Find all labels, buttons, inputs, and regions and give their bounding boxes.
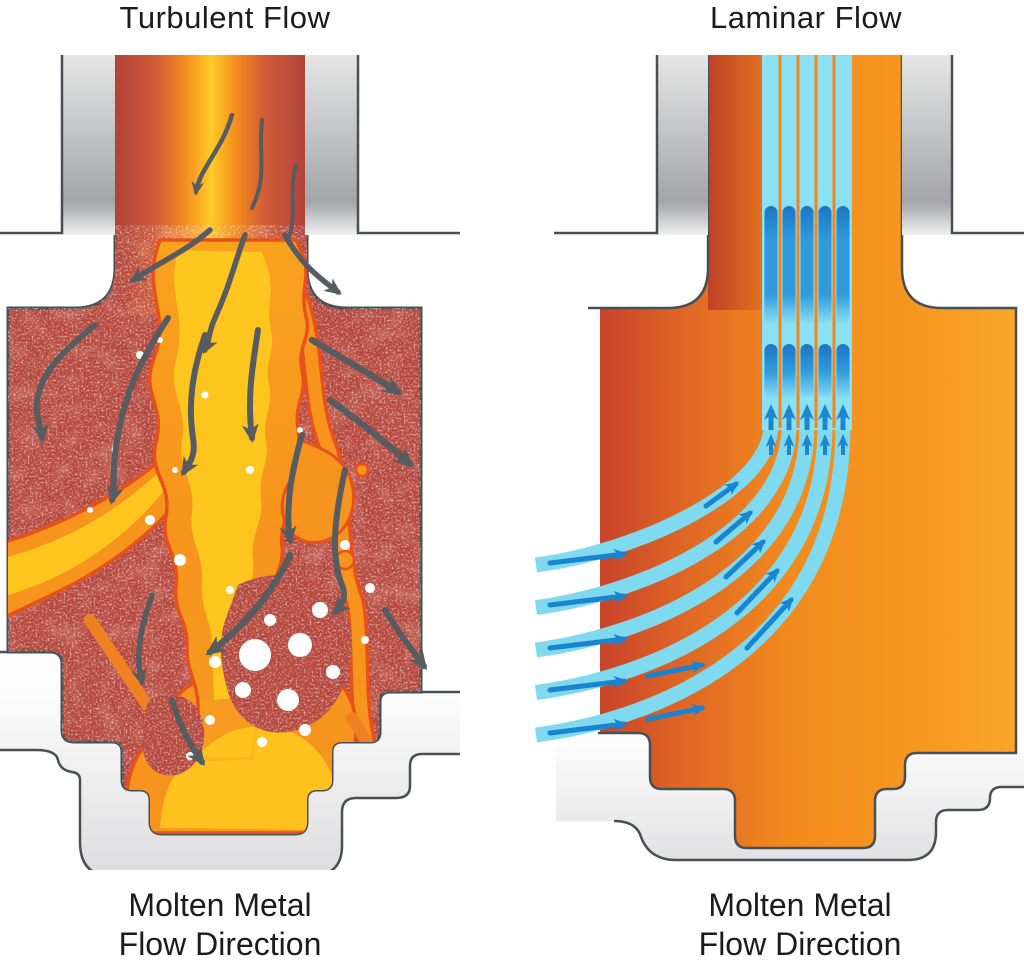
turbulence-arrow: [241, 327, 261, 444]
flow-arrow: [723, 539, 766, 580]
turbulence-arrow: [169, 697, 205, 767]
flow-arrow: [703, 481, 740, 509]
turbulence-arrow: [181, 332, 208, 477]
streamline-tube: [534, 424, 851, 743]
turbulence-arrows: [31, 112, 428, 767]
mold-wall-block-right: [902, 55, 952, 235]
caption-laminar: Molten Metal Flow Direction: [588, 886, 1012, 964]
mold-wall-outlines: [0, 55, 460, 235]
caption-line: Flow Direction: [698, 926, 902, 962]
flow-arrow: [547, 719, 628, 736]
turbulence-arrow: [205, 551, 294, 656]
turbulence-arrow: [31, 322, 98, 444]
mold-wall-block-right: [305, 55, 358, 235]
turbulence-arrow: [131, 592, 155, 687]
mold-wall-block-left: [657, 55, 708, 235]
flow-arrow: [713, 510, 753, 545]
turbulence-arrow: [326, 396, 415, 468]
flow-arrow: [547, 676, 628, 693]
mold-bottom-outline: [613, 785, 1024, 862]
sprue-left-strip: [708, 55, 762, 310]
caption-line: Molten Metal: [708, 887, 892, 923]
flow-arrow: [645, 703, 706, 722]
turbulence-arrow: [191, 112, 235, 196]
turbulent-flow-panel: [0, 55, 460, 870]
turbulence-arrow: [129, 227, 213, 283]
title-laminar-flow: Laminar Flow: [709, 0, 903, 35]
flow-arrow: [744, 597, 794, 651]
streamline-tube: [534, 424, 815, 658]
flow-arrow: [734, 568, 780, 616]
turbulence-arrow: [286, 163, 298, 242]
flow-arrow: [547, 549, 628, 566]
turbulence-arrow: [107, 315, 171, 505]
cavity-outlines: [588, 55, 1018, 850]
turbulence-arrow: [279, 432, 305, 546]
flow-direction-arrows: [547, 481, 794, 736]
mold-wall-outlines: [554, 55, 1024, 235]
caption-line: Molten Metal: [128, 887, 312, 923]
flow-arrow: [547, 634, 628, 651]
turbulence-arrow: [202, 232, 248, 355]
turbulence-arrow: [282, 232, 342, 295]
turbulence-arrow: [382, 607, 428, 671]
caption-line: Flow Direction: [118, 926, 322, 962]
flow-arrow: [645, 660, 706, 679]
turbulence-arrow: [250, 118, 264, 210]
mold-bottom-wall: [556, 733, 1024, 860]
title-turbulent-flow: Turbulent Flow: [119, 0, 331, 35]
flow-arrow: [547, 591, 628, 608]
turbulence-arrow: [308, 336, 403, 396]
laminar-flow-panel: [534, 55, 1024, 862]
mold-wall-block-left: [62, 55, 115, 235]
caption-turbulent: Molten Metal Flow Direction: [0, 886, 440, 964]
turbulence-arrow: [331, 467, 351, 616]
streamline-separators: [778, 55, 836, 428]
laminar-streamlines: [534, 55, 852, 743]
